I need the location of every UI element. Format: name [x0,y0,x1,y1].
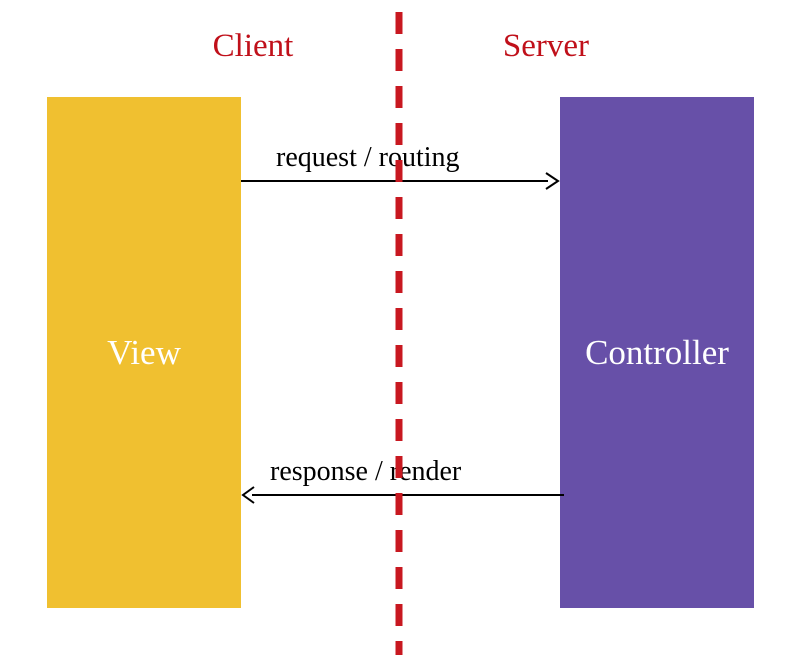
request-arrow-head [545,172,560,190]
response-arrow-head [241,486,255,504]
request-arrow [241,172,560,190]
server-zone-label: Server [502,28,590,64]
client-zone-label: Client [212,28,294,64]
view-box: View [47,97,241,608]
response-arrow-label: response / render [270,456,462,487]
request-arrow-label: request / routing [276,142,460,173]
view-label: View [107,332,181,372]
response-arrow [241,486,564,504]
controller-box: Controller [560,97,754,608]
controller-label: Controller [585,332,729,372]
